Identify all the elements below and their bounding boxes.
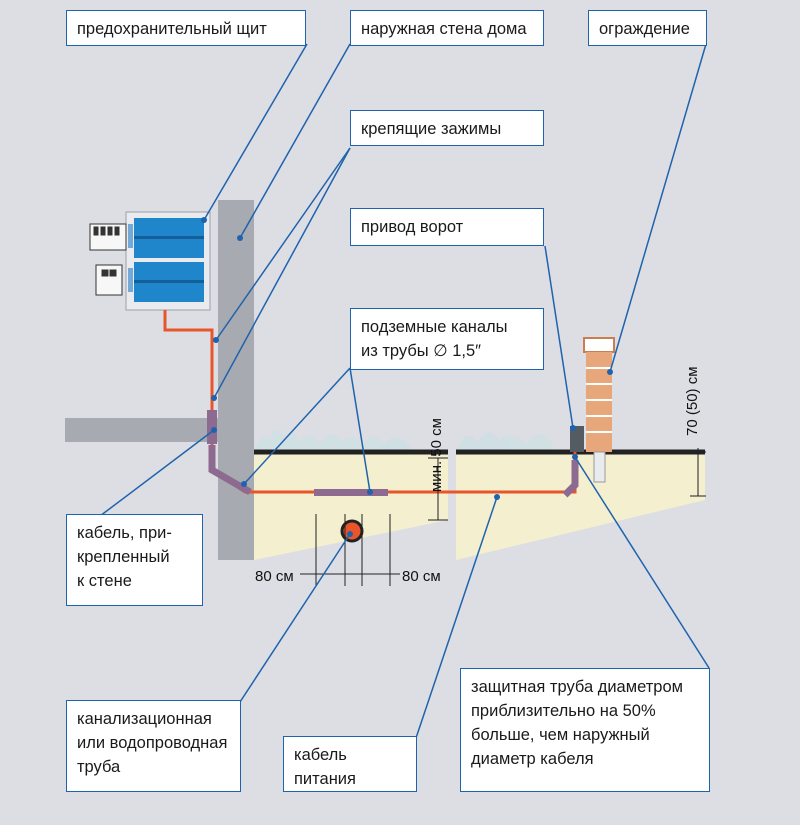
- label-sewer-pipe: канализационная или водопроводная труба: [66, 700, 241, 792]
- label-clamps: крепящие зажимы: [350, 110, 544, 146]
- protective-pipe: [562, 460, 579, 498]
- label-gate-drive-text: привод ворот: [361, 218, 464, 236]
- label-outer-wall: наружная стена дома: [350, 10, 544, 46]
- leader-lines: [99, 43, 710, 739]
- label-outer-wall-text: наружная стена дома: [361, 20, 527, 38]
- wall-sleeve: [207, 410, 217, 444]
- soil-trench-left: [254, 452, 448, 560]
- label-clamps-text: крепящие зажимы: [361, 120, 502, 138]
- gate-drive-box: [570, 426, 584, 452]
- label-sewer-pipe-line-1: канализационная: [77, 710, 212, 728]
- dimension-left-80: 80 см: [255, 568, 294, 585]
- label-wall-cable-line-1: кабель, при-: [77, 524, 172, 542]
- label-sewer-pipe-line-2: или водопроводная: [77, 734, 228, 752]
- fuse-panel: [125, 211, 211, 311]
- leader-dots: [201, 217, 613, 537]
- label-fuse-panel-text: предохранительный щит: [77, 20, 267, 38]
- dimension-min-depth: мин. 50 см: [428, 418, 445, 492]
- underground-channel: [314, 489, 388, 496]
- label-fence-text: ограждение: [599, 20, 690, 38]
- floor-slab: [65, 418, 218, 442]
- label-wall-cable-line-3: к стене: [77, 572, 132, 590]
- label-power-cable: кабель питания: [283, 736, 417, 792]
- wall-conduit: [208, 445, 252, 496]
- label-sewer-pipe-line-3: труба: [77, 758, 121, 776]
- label-channels-line-2: из трубы ∅ 1,5″: [361, 342, 481, 360]
- dimension-fence-depth: 70 (50) см: [684, 366, 701, 436]
- label-fuse-panel: предохранительный щит: [66, 10, 306, 46]
- label-protective-pipe-line-2: приблизительно на 50%: [471, 702, 656, 720]
- label-protective-pipe: защитная труба диаметром приблизительно …: [460, 668, 710, 792]
- grass: [254, 429, 552, 452]
- dimension-lines: [300, 448, 706, 586]
- label-wall-cable-line-2: крепленный: [77, 548, 170, 566]
- label-fence: ограждение: [588, 10, 707, 46]
- label-protective-pipe-line-3: больше, чем наружный: [471, 726, 650, 744]
- dimension-right-80: 80 см: [402, 568, 441, 585]
- breaker-symbols: [89, 223, 127, 296]
- soil-trench-right: [456, 452, 705, 560]
- label-channels-line-1: подземные каналы: [361, 318, 508, 336]
- label-gate-drive: привод ворот: [350, 208, 544, 246]
- label-channels: подземные каналы из трубы ∅ 1,5″: [350, 308, 544, 370]
- label-protective-pipe-line-1: защитная труба диаметром: [471, 678, 683, 696]
- label-power-cable-line-1: кабель: [294, 746, 347, 764]
- label-wall-cable: кабель, при- крепленный к стене: [66, 514, 203, 606]
- fence-post: [583, 337, 615, 483]
- label-power-cable-line-2: питания: [294, 770, 356, 788]
- label-protective-pipe-line-4: диаметр кабеля: [471, 750, 594, 768]
